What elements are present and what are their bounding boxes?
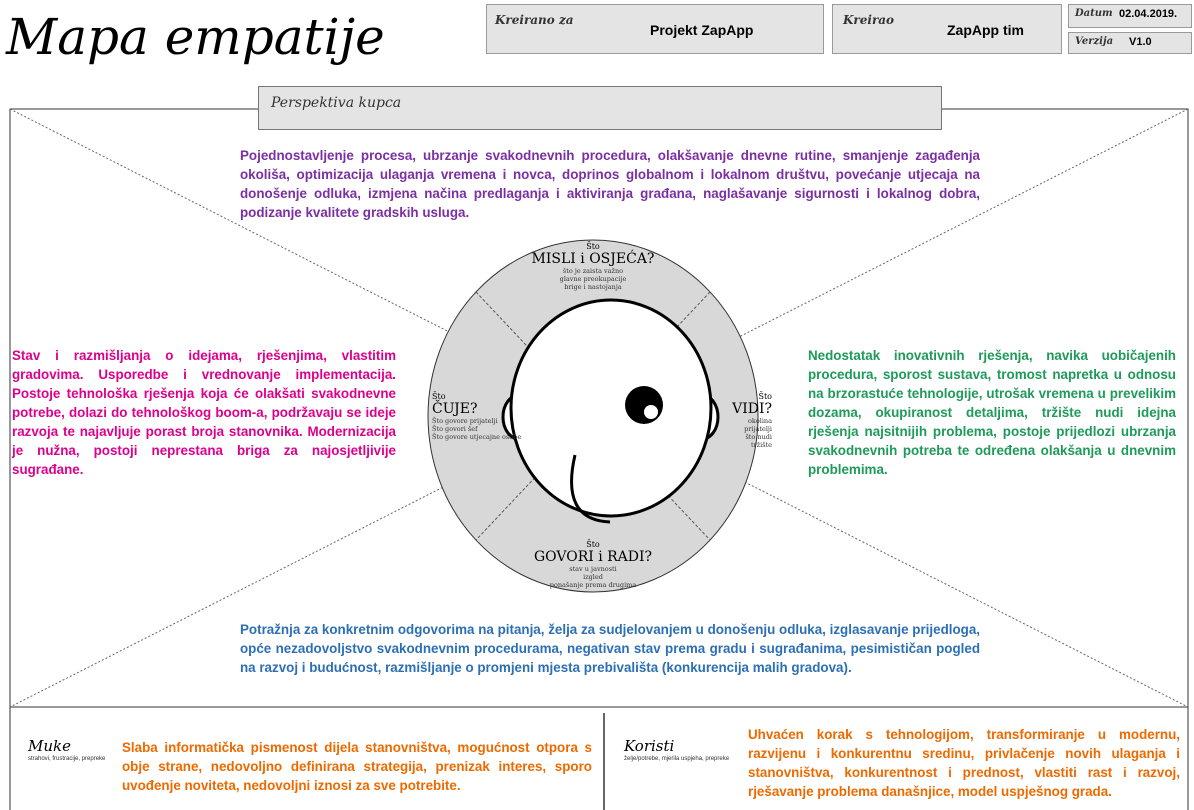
see-what: Što bbox=[758, 392, 772, 401]
created-by-box: Kreirao ZapApp tim bbox=[832, 4, 1062, 54]
gains-subtitle: želje/potrebe, mjerila uspjeha, prepreke bbox=[624, 756, 730, 762]
created-for-box: Kreirano za Projekt ZapApp bbox=[486, 4, 824, 54]
hear-sub-3: Što govore utjecajne osobe bbox=[432, 433, 522, 441]
created-for-value: Projekt ZapApp bbox=[650, 22, 754, 38]
version-box: Verzija V1.0 bbox=[1068, 32, 1192, 54]
created-by-label: Kreirao bbox=[843, 13, 895, 27]
think-what: Što bbox=[586, 242, 600, 251]
say-what: Što bbox=[586, 540, 600, 549]
created-by-value: ZapApp tim bbox=[947, 22, 1024, 38]
face-icon bbox=[501, 298, 720, 524]
think-sub-1: što je zaista važno bbox=[562, 267, 624, 275]
gains-title: Koristi bbox=[624, 737, 675, 755]
see-title: VIDI? bbox=[732, 401, 772, 417]
gains-text: Uhvaćen korak s tehnologijom, transformi… bbox=[748, 727, 1180, 799]
date-label: Datum bbox=[1075, 8, 1113, 19]
think-feel-label: Što MISLI i OSJEĆA? što je zaista važno … bbox=[523, 242, 663, 291]
hear-text: Stav i razmišljanja o idejama, rješenjim… bbox=[12, 348, 396, 477]
think-title: MISLI i OSJEĆA? bbox=[531, 251, 655, 267]
perspective-banner: Perspektiva kupca bbox=[258, 86, 942, 130]
say-sub-2: izgled bbox=[583, 573, 603, 581]
perspective-label: Perspektiva kupca bbox=[271, 95, 402, 111]
hear-label: Što ČUJE? Što govore prijatelji Što govo… bbox=[432, 392, 521, 441]
say-title: GOVORI i RADI? bbox=[533, 549, 653, 565]
hear-sub-1: Što govore prijatelji bbox=[432, 417, 498, 425]
say-sub-3: ponašanje prema drugima bbox=[549, 581, 637, 589]
created-for-label: Kreirano za bbox=[495, 13, 574, 27]
page-title: Mapa empatije bbox=[6, 8, 385, 66]
version-label: Verzija bbox=[1075, 36, 1114, 47]
date-value: 02.04.2019. bbox=[1119, 8, 1178, 20]
see-text: Nedostatak inovativnih rješenja, navika … bbox=[808, 348, 1176, 477]
date-box: Datum 02.04.2019. bbox=[1068, 4, 1192, 28]
pains-title: Muke bbox=[28, 737, 71, 755]
version-value: V1.0 bbox=[1129, 36, 1152, 48]
think-sub-2: glavne preokupacije bbox=[559, 275, 627, 283]
see-sub-1: okolina bbox=[748, 417, 772, 425]
hear-what: Što bbox=[432, 392, 446, 401]
see-label: Što VIDI? okolina prijatelji što nudi tr… bbox=[728, 392, 772, 449]
pains-text: Slaba informatička pismenost dijela stan… bbox=[122, 740, 592, 793]
think-sub-3: brige i nastojanja bbox=[564, 283, 622, 291]
hear-title: ČUJE? bbox=[432, 401, 478, 417]
say-do-label: Što GOVORI i RADI? stav u javnosti izgle… bbox=[520, 540, 666, 589]
say-do-text: Potražnja za konkretnim odgovorima na pi… bbox=[240, 622, 980, 675]
see-sub-2: prijatelji bbox=[744, 425, 772, 433]
hear-sub-2: Što govori šef bbox=[432, 425, 478, 433]
say-sub-1: stav u javnosti bbox=[569, 565, 617, 573]
pains-subtitle: strahovi, frustracije, prepreke bbox=[28, 756, 106, 762]
see-sub-3: što nudi tržište bbox=[745, 433, 772, 449]
think-feel-text: Pojednostavljenje procesa, ubrzanje svak… bbox=[240, 148, 980, 220]
